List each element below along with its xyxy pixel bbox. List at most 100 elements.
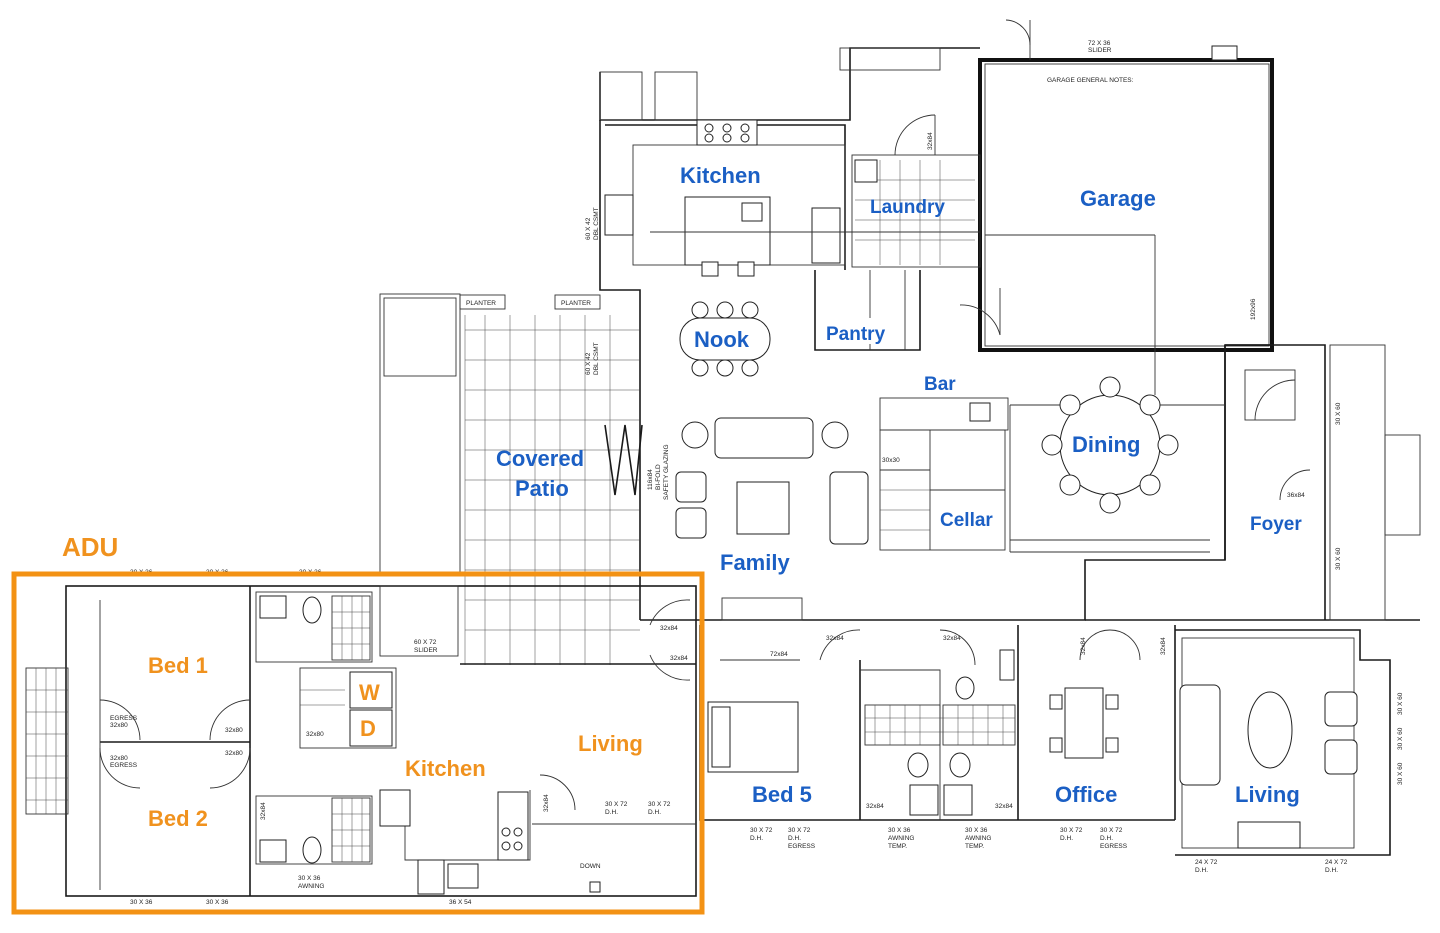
bath-window-note-5: AWNING bbox=[965, 835, 991, 842]
room-label-family: Family bbox=[720, 550, 790, 575]
adu-shower-tile-2 bbox=[331, 797, 371, 863]
office-egress-note: EGRESS bbox=[1100, 843, 1128, 850]
adu-living-window-note-3: 30 X 72 bbox=[648, 801, 671, 808]
room-label-cellar: Cellar bbox=[940, 510, 993, 531]
bifold-note: 116x84 bbox=[647, 469, 654, 490]
patio-grid bbox=[464, 315, 640, 665]
family-area: Family bbox=[675, 417, 869, 575]
adu-living-window-note-2: D.H. bbox=[605, 809, 618, 816]
garage-area: GARAGE GENERAL NOTES: 72 X 36 SLIDER 192… bbox=[978, 19, 1274, 395]
adu-entry-door-note-2: 32x84 bbox=[670, 655, 688, 662]
room-label-bed5: Bed 5 bbox=[752, 782, 812, 807]
living-window-note-3: 30 X 60 bbox=[1397, 762, 1404, 785]
living-window-note: 30 X 60 bbox=[1397, 692, 1404, 715]
living-main-area: 30 X 60 30 X 60 30 X 60 24 X 72 D.H. 24 … bbox=[1175, 629, 1404, 874]
bed5-closet-note: 72x84 bbox=[770, 651, 788, 658]
kitchen-window-note-2: DBL CSMT bbox=[593, 207, 600, 240]
planter-label-2: PLANTER bbox=[561, 300, 591, 307]
bed5-egress-note: EGRESS bbox=[788, 843, 816, 850]
baths-area: 32x84 32x84 32x84 32x84 30 X 36 AWNING T… bbox=[819, 629, 1016, 850]
adu-door-note-2: 32x80 bbox=[110, 755, 128, 762]
foyer-window-note: 30 X 60 bbox=[1335, 402, 1342, 425]
room-label-bar: Bar bbox=[924, 374, 956, 395]
office-area: 32x84 32x84 Office 30 X 72 D.H. 30 X 72 … bbox=[1017, 625, 1176, 850]
office-door-note-2: 32x84 bbox=[1160, 637, 1167, 655]
covered-patio: PLANTER PLANTER 60 X 42 DBL CSMT 116x84 bbox=[379, 293, 670, 665]
bar-cellar-area: 30x30 Bar Cellar bbox=[879, 374, 1009, 551]
adu-door-note-3: 32x80 bbox=[225, 727, 243, 734]
garage-notes-label: GARAGE GENERAL NOTES: bbox=[1047, 77, 1134, 84]
adu-area: EGRESS 32x80 32x80 EGRESS 32x80 32x80 bbox=[25, 569, 697, 906]
adu-entry-door-note: 32x84 bbox=[660, 625, 678, 632]
room-label-garage: Garage bbox=[1080, 186, 1156, 211]
kitchen-area: Kitchen 60 X 42 DBL CSMT bbox=[585, 119, 980, 277]
foyer-door-note: 36x84 bbox=[1287, 492, 1305, 499]
adu-deck-grid bbox=[26, 668, 68, 814]
bath-door-note: 32x84 bbox=[826, 635, 844, 642]
room-label-covered: Covered bbox=[496, 446, 584, 471]
laundry-door-note: 32x84 bbox=[927, 132, 934, 150]
planter-label-1: PLANTER bbox=[466, 300, 496, 307]
room-label-patio: Patio bbox=[515, 476, 569, 501]
adu-washer-label: W bbox=[359, 680, 380, 705]
bifold-note-3: SAFETY GLAZING bbox=[663, 444, 670, 500]
slider-note-2: SLIDER bbox=[1088, 47, 1112, 54]
bath-tile bbox=[865, 705, 1015, 745]
bath-window-note-6: TEMP. bbox=[965, 843, 984, 850]
adu-door-note-4: 32x80 bbox=[225, 750, 243, 757]
adu-bath-door-note: 32x84 bbox=[260, 802, 267, 820]
bed5-window-note: 30 X 72 bbox=[750, 827, 773, 834]
adu-room-label-kitchen: Kitchen bbox=[405, 756, 486, 781]
living-window-note-4: 24 X 72 bbox=[1195, 859, 1218, 866]
bath-window-note-4: 30 X 36 bbox=[965, 827, 988, 834]
room-label-foyer: Foyer bbox=[1250, 514, 1302, 535]
living-window-note-7: D.H. bbox=[1325, 867, 1338, 874]
laundry-tile bbox=[855, 160, 975, 265]
adu-window-note: 30 X 36 bbox=[298, 875, 321, 882]
living-window-note-5: D.H. bbox=[1195, 867, 1208, 874]
adu-bottom-window-2: 30 X 36 bbox=[206, 899, 229, 906]
adu-window-note-2: AWNING bbox=[298, 883, 324, 890]
garage-door-note: 192x96 bbox=[1250, 298, 1257, 320]
adu-title: ADU bbox=[62, 532, 118, 562]
room-label-nook: Nook bbox=[694, 327, 750, 352]
bath-window-note-2: AWNING bbox=[888, 835, 914, 842]
bed5-window-note-2: D.H. bbox=[750, 835, 763, 842]
bifold-note-2: BI-FOLD bbox=[655, 464, 662, 490]
office-window-note-2: D.H. bbox=[1060, 835, 1073, 842]
room-label-office: Office bbox=[1055, 782, 1117, 807]
patio-window-note: 60 X 42 bbox=[585, 352, 592, 375]
adu-living-window-note: 30 X 72 bbox=[605, 801, 628, 808]
bath-window-note: 30 X 36 bbox=[888, 827, 911, 834]
dining-area: Dining bbox=[1009, 376, 1225, 552]
office-window-note-4: D.H. bbox=[1100, 835, 1113, 842]
office-window-note: 30 X 72 bbox=[1060, 827, 1083, 834]
adu-room-label-bed2: Bed 2 bbox=[148, 806, 208, 831]
adu-outline bbox=[11, 571, 705, 915]
adu-dryer-label: D bbox=[360, 716, 376, 741]
room-label-dining: Dining bbox=[1072, 432, 1140, 457]
bath-door-note-4: 32x84 bbox=[995, 803, 1013, 810]
adu-closet-door-note: 32x84 bbox=[543, 794, 550, 812]
bath-door-note-2: 32x84 bbox=[943, 635, 961, 642]
adu-egress-note: EGRESS bbox=[110, 715, 138, 722]
room-label-laundry: Laundry bbox=[870, 197, 945, 218]
laundry-area: 32x84 Laundry Pantry bbox=[814, 114, 1001, 351]
adu-down-note: DOWN bbox=[580, 863, 601, 870]
room-label-kitchen: Kitchen bbox=[680, 163, 761, 188]
living-window-note-2: 30 X 60 bbox=[1397, 727, 1404, 750]
slider-note: 72 X 36 bbox=[1088, 40, 1111, 47]
adu-laundry-door-note: 32x80 bbox=[306, 731, 324, 738]
adu-slider-note: 60 X 72 bbox=[414, 639, 437, 646]
adu-stair bbox=[300, 689, 345, 706]
office-door-note: 32x84 bbox=[1080, 637, 1087, 655]
cellar-door-note: 30x30 bbox=[882, 457, 900, 464]
nook-area: Nook bbox=[679, 301, 771, 377]
adu-kitchen-window-note: 36 X 54 bbox=[449, 899, 472, 906]
bed5-window-note-4: D.H. bbox=[788, 835, 801, 842]
patio-window-note-2: DBL CSMT bbox=[593, 342, 600, 375]
adu-egress-note-2: EGRESS bbox=[110, 762, 138, 769]
living-window-note-6: 24 X 72 bbox=[1325, 859, 1348, 866]
adu-slider-note-2: SLIDER bbox=[414, 647, 438, 654]
adu-room-label-living: Living bbox=[578, 731, 643, 756]
